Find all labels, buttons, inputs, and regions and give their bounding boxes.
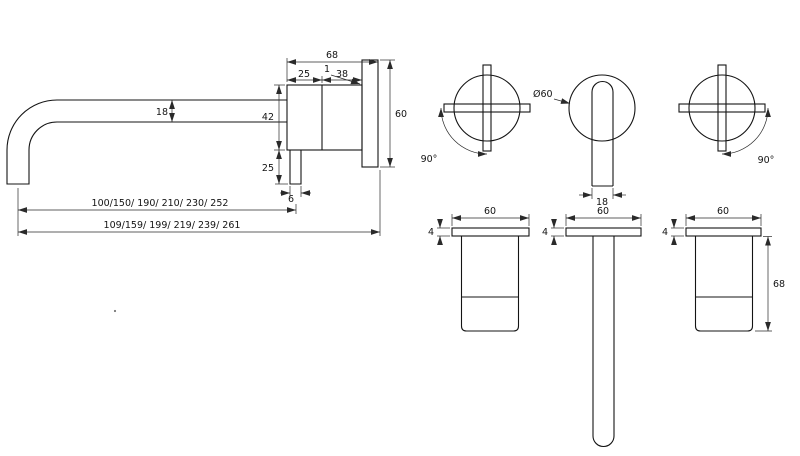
dim-label-spout-diameter: 18: [156, 107, 168, 118]
front-views: 90° Ø60 18 90°: [421, 64, 775, 208]
dim-label-plate-offset: 1: [324, 64, 330, 75]
spout-tube-front: [591, 81, 614, 186]
spout-flange-circle: [568, 74, 636, 142]
spout-tube-profile: [592, 236, 615, 447]
spout-profile: 60 4: [542, 206, 642, 447]
handle-bar-vertical: [717, 64, 727, 152]
leader-plate-offset: [330, 74, 361, 85]
handle-bar-vertical: [482, 64, 492, 152]
handle-flange-circle: [453, 74, 521, 142]
left-handle-front: 90°: [421, 64, 531, 165]
stray-mark: [113, 309, 117, 313]
dim-label-body-width: 25: [298, 69, 310, 80]
dim-label-plate-width: 60: [597, 206, 609, 217]
dim-label-stem-length: 25: [262, 163, 274, 174]
dim-label-plate-width: 60: [717, 206, 729, 217]
left-handle-profile: 60 4: [428, 206, 530, 332]
dim-label-body-height: 42: [262, 112, 274, 123]
wall-flange: [451, 227, 530, 237]
valve-stem: [289, 150, 302, 185]
dim-label-stem-width: 6: [288, 194, 294, 205]
dim-label-plate-height: 60: [395, 109, 407, 120]
spout-front: Ø60 18: [533, 74, 636, 208]
dim-label-plate-diameter: Ø60: [533, 89, 553, 100]
dim-label-plate-thickness: 4: [428, 227, 434, 238]
side-view: 68 25 38 1 18 42 60 25 6: [6, 50, 407, 236]
handle-bar-horizontal: [678, 103, 766, 113]
profile-views: 60 4 60 4 60: [428, 206, 785, 447]
handle-flange-circle: [688, 74, 756, 142]
wall-flange: [565, 227, 642, 237]
rotation-angle-label: 90°: [421, 154, 438, 165]
wall-plate: [361, 59, 379, 168]
handle-body: [460, 236, 520, 332]
dim-label-plate-thickness: 4: [542, 227, 548, 238]
rotation-arc: [438, 107, 488, 157]
handle-bar-horizontal: [443, 103, 531, 113]
leader-plate-diameter: [553, 98, 571, 104]
dim-label-spout-width: 18: [596, 197, 608, 208]
dim-label-total-width: 68: [326, 50, 338, 61]
handle-body: [694, 236, 754, 332]
right-handle-profile: 60 4 68: [662, 206, 785, 332]
dim-label-spout-reach: 100/150/ 190/ 210/ 230/ 252: [92, 198, 229, 209]
mixer-body: [286, 84, 363, 151]
dim-label-projection: 68: [773, 279, 785, 290]
dim-label-plate-width: 60: [484, 206, 496, 217]
dim-label-plate-thickness: 4: [662, 227, 668, 238]
spout-outline: [6, 99, 287, 185]
rotation-arc: [721, 107, 771, 157]
wall-flange: [685, 227, 762, 237]
rotation-angle-label: 90°: [758, 155, 775, 166]
dim-label-cartridge-width: 38: [336, 69, 348, 80]
right-handle-front: 90°: [678, 64, 775, 166]
dim-label-total-reach: 109/159/ 199/ 219/ 239/ 261: [104, 220, 241, 231]
